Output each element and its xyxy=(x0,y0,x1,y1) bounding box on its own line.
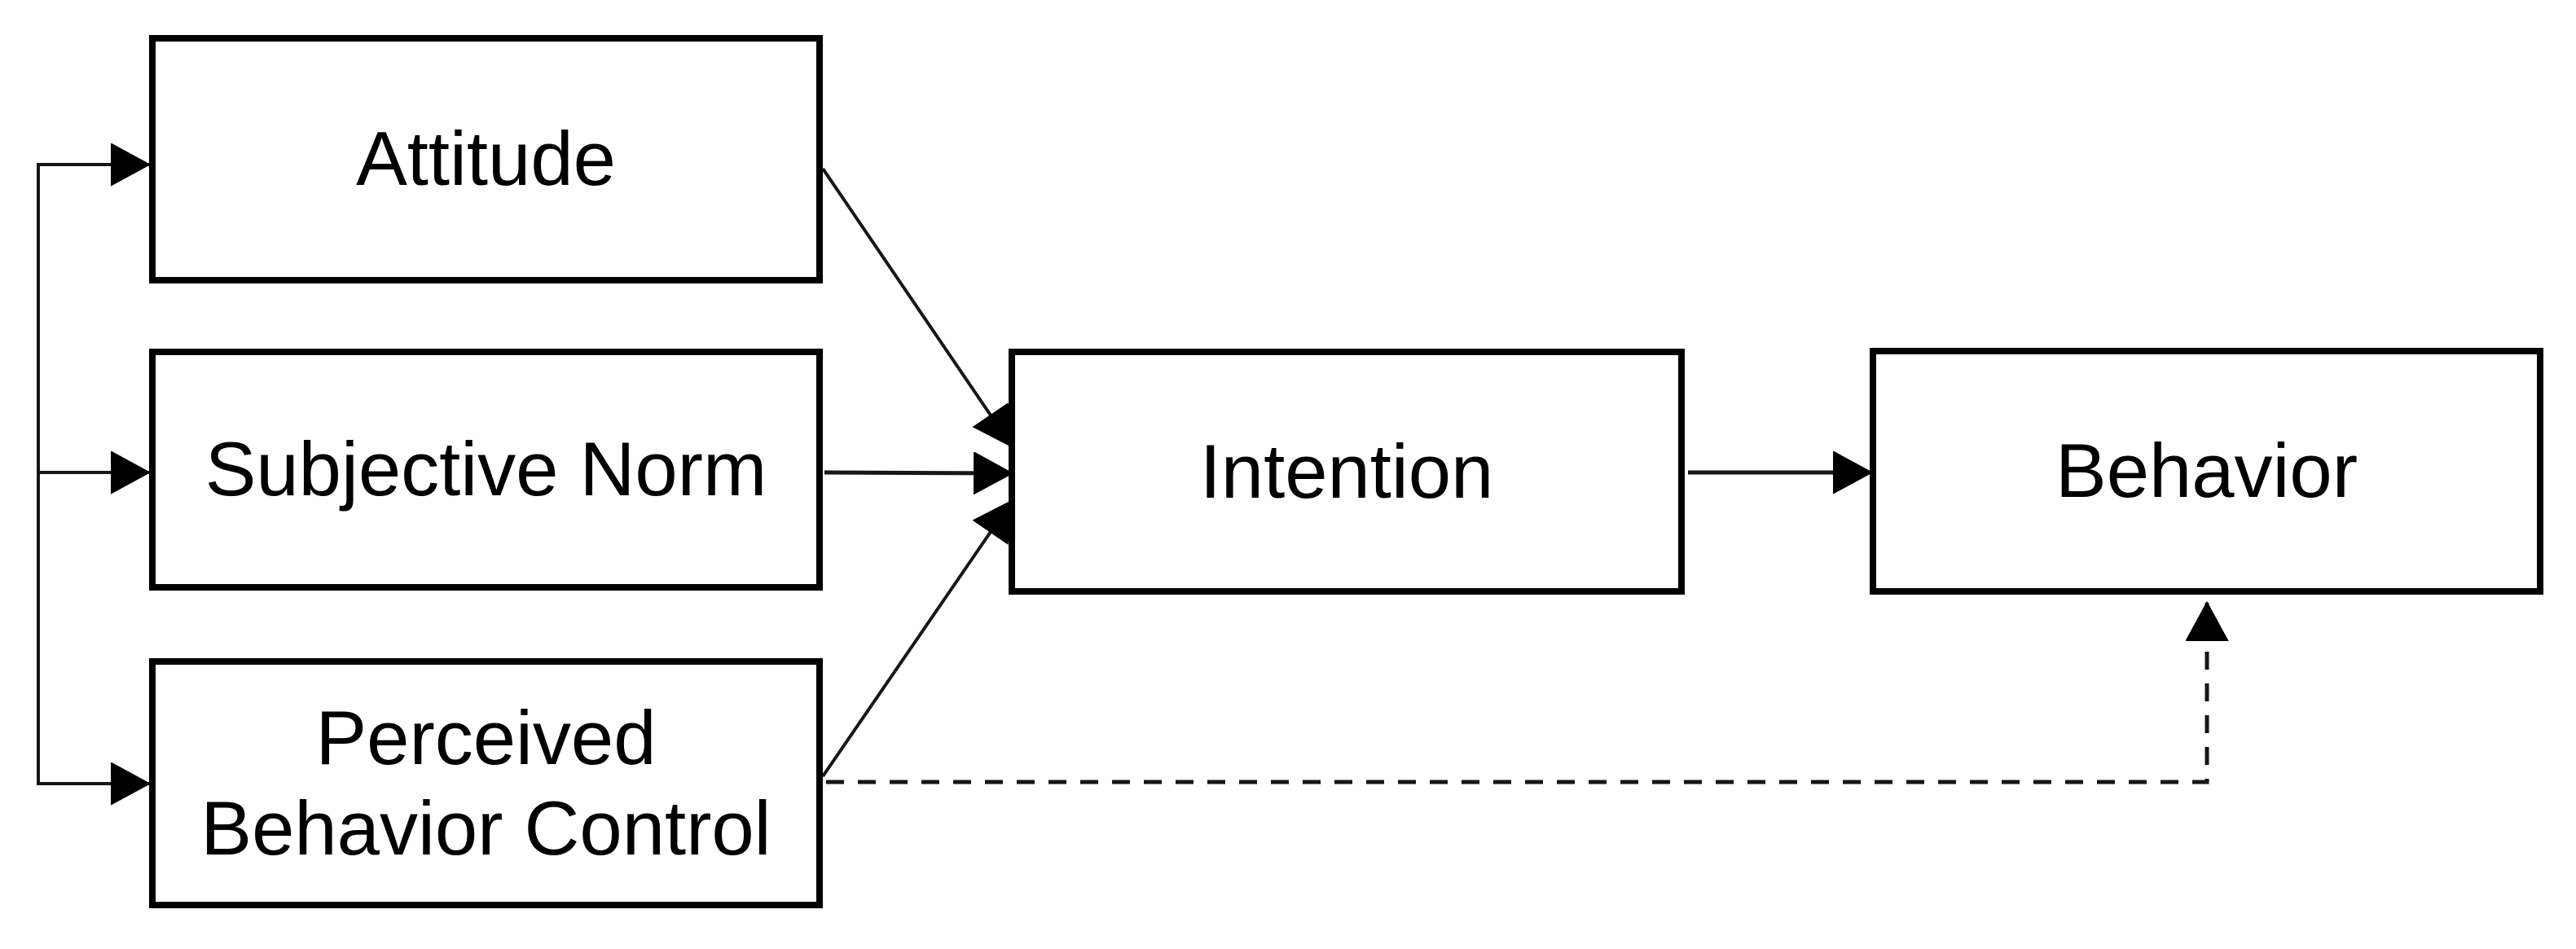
edge-perceived-behavior-control-to-behavior-dashed xyxy=(826,603,2207,784)
node-intention: Intention xyxy=(1009,349,1685,595)
node-perceived-behavior-control-label-line1: Perceived xyxy=(315,694,657,780)
edge-attitude-to-intention xyxy=(821,167,1013,446)
node-behavior-label: Behavior xyxy=(2055,428,2358,514)
node-intention-label: Intention xyxy=(1199,428,1494,514)
node-perceived-behavior-control: Perceived Behavior Control xyxy=(149,658,823,908)
node-behavior: Behavior xyxy=(1870,348,2543,595)
node-perceived-behavior-control-label: Perceived Behavior Control xyxy=(200,693,771,874)
edge-subjective-norm-to-intention xyxy=(824,472,1012,473)
node-attitude: Attitude xyxy=(149,35,823,283)
edge-perceived-behavior-control-to-intention xyxy=(821,501,1013,778)
node-perceived-behavior-control-label-line2: Behavior Control xyxy=(200,784,771,871)
node-subjective-norm-label: Subjective Norm xyxy=(204,426,767,512)
node-attitude-label: Attitude xyxy=(356,116,616,202)
node-subjective-norm: Subjective Norm xyxy=(149,349,823,591)
